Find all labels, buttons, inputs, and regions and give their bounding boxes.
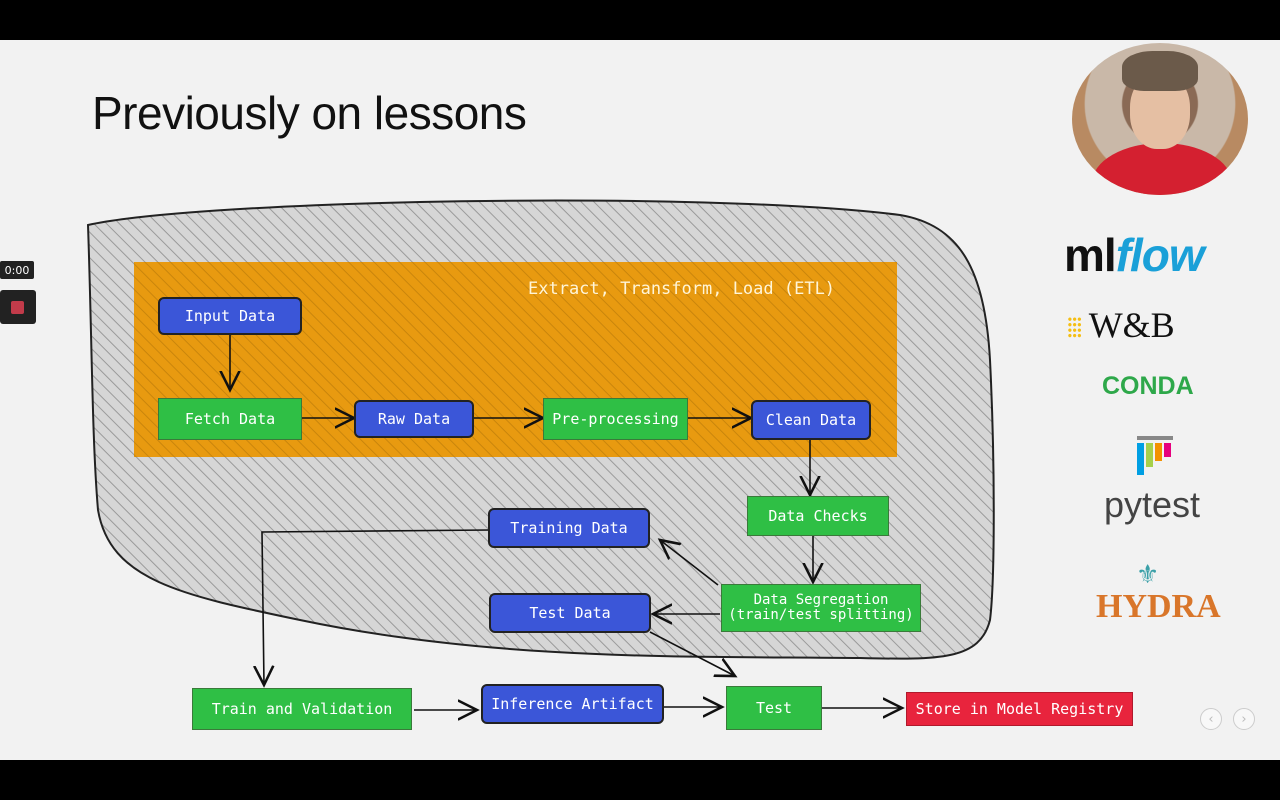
presenter-hair [1122, 51, 1198, 91]
pytest-icon [1137, 436, 1173, 480]
node-input-data: Input Data [158, 297, 302, 335]
conda-logo: CONDA [1102, 372, 1194, 400]
node-clean-data: Clean Data [751, 400, 871, 440]
slide: Previously on lessons [0, 40, 1280, 760]
node-preprocessing: Pre-processing [543, 398, 688, 440]
webcam-presenter [1072, 43, 1248, 195]
node-fetch-data: Fetch Data [158, 398, 302, 440]
arrow-train-trainval [262, 529, 491, 685]
next-slide-button[interactable]: › [1233, 708, 1255, 730]
record-button[interactable] [0, 290, 36, 324]
node-train-validation: Train and Validation [192, 688, 412, 730]
mlflow-ml: ml [1064, 229, 1117, 281]
pytest-logo: pytest [1104, 484, 1200, 526]
node-test: Test [726, 686, 822, 730]
data-segregation-subtitle: (train/test splitting) [728, 607, 914, 623]
stop-icon [11, 301, 24, 314]
prev-slide-button[interactable]: ‹ [1200, 708, 1222, 730]
node-data-segregation: Data Segregation (train/test splitting) [721, 584, 921, 632]
arrow-seg-train [660, 540, 719, 586]
hydra-logo: HYDRA [1096, 588, 1221, 625]
chevron-left-icon: ‹ [1208, 711, 1214, 727]
node-data-checks: Data Checks [747, 496, 889, 536]
arrow-test-test [649, 631, 735, 676]
node-inference-artifact: Inference Artifact [481, 684, 664, 724]
node-store-registry: Store in Model Registry [906, 692, 1133, 726]
wandb-dots-icon: ⁞⁞⁞ [1066, 313, 1083, 344]
mlflow-flow: flow [1115, 229, 1205, 281]
wandb-label: W&B [1088, 305, 1175, 345]
etl-label: Extract, Transform, Load (ETL) [528, 279, 836, 299]
mlflow-logo: mlflow [1064, 228, 1205, 282]
presenter-shirt [1092, 143, 1232, 195]
node-test-data: Test Data [489, 593, 651, 633]
pytest-label: pytest [1104, 484, 1201, 525]
node-training-data: Training Data [488, 508, 650, 548]
wandb-logo: ⁞⁞⁞ W&B [1066, 304, 1175, 346]
slide-title: Previously on lessons [92, 87, 527, 139]
hydra-icon: ⚜ [1136, 560, 1160, 590]
recording-timer: 0:00 [0, 261, 34, 279]
node-raw-data: Raw Data [354, 400, 474, 438]
chevron-right-icon: › [1241, 711, 1247, 727]
data-segregation-title: Data Segregation [753, 591, 889, 608]
